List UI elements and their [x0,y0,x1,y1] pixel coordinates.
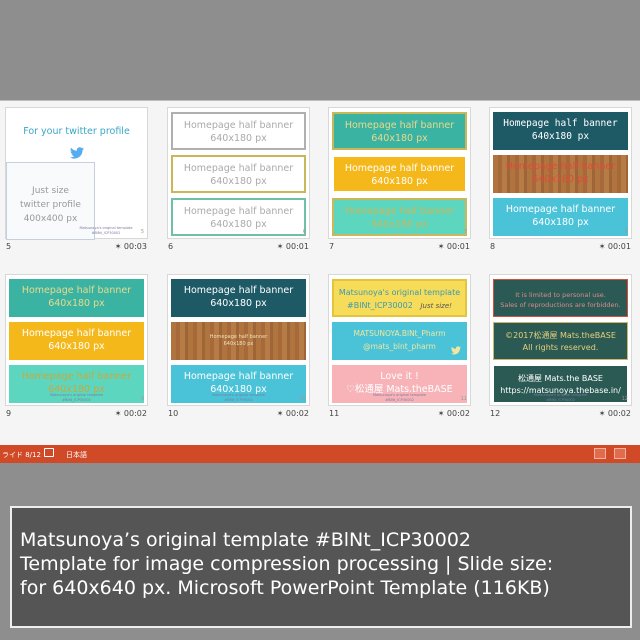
slide-duration: ✶ 00:01 [598,242,631,251]
slide-duration: ✶ 00:03 [114,242,147,251]
slide-page-number: 11 [460,396,467,402]
slide-page-number: 6 [302,229,306,235]
slide-duration: ✶ 00:02 [114,409,147,418]
slide-thumbnail-11[interactable]: Matsunoya's original template#BlNt_ICP30… [328,274,471,418]
slide-indicator: ライド 8/12 [2,451,41,459]
slide-thumbnail-12[interactable]: It is limited to personal use.Sales of r… [489,274,632,418]
banner: Love it !♡松通屋 Mats.theBASE [332,365,467,403]
slide-credit: Matsunoya's original template#BlNt_ICP30… [79,226,133,235]
caption-line-3: for 640x640 px. Microsoft PowerPoint Tem… [20,577,550,599]
banner: Matsunoya's original template#BlNt_ICP30… [332,279,467,317]
background-top [0,0,640,100]
language-indicator[interactable]: 日本語 [66,451,87,459]
twitter-bird-icon [70,147,84,159]
slide-number: 12 [490,409,501,418]
just-size-tag: Just size! [420,302,452,310]
slide-title: For your twitter profile [23,126,130,137]
profile-size-line-3: 400x400 px [23,214,78,224]
slide-sorter[interactable]: For your twitter profile Just size twitt… [0,101,640,445]
caption-line-2: Template for image compression processin… [20,553,554,575]
slide-page-number: 8 [624,229,628,235]
slide-number: 5 [6,242,12,251]
caption-box: Matsunoya’s original template #BlNt_ICP3… [10,506,632,628]
profile-size-line-2: twitter profile [20,200,81,210]
slide-credit: Matsunoya's original template#BlNt_ICP30… [533,393,588,402]
slide-number: 7 [329,242,335,251]
powerpoint-window: For your twitter profile Just size twitt… [0,100,640,463]
slide-page-number: 5 [140,229,144,235]
slide-duration: ✶ 00:01 [276,242,309,251]
slide-number: 8 [490,242,496,251]
slide-credit: Matsunoya's original template#BlNt_ICP30… [211,393,266,402]
slide-number: 6 [168,242,174,251]
profile-size-line-1: Just size [32,186,69,196]
slide-duration: ✶ 00:02 [276,409,309,418]
slide-thumbnail-5[interactable]: For your twitter profile Just size twitt… [5,107,148,251]
slide-page-number: 7 [463,229,467,235]
status-bar: ライド 8/12 日本語 [0,445,640,463]
slide-page-number: 10 [299,396,306,402]
caption-line-1: Matsunoya’s original template #BlNt_ICP3… [20,529,471,551]
slide-page-number: 12 [621,396,628,402]
banner: It is limited to personal use.Sales of r… [493,279,628,317]
twitter-bird-icon [451,346,461,355]
slide-duration: ✶ 00:02 [437,409,470,418]
slide-credit: Matsunoya's original template#BlNt_ICP30… [372,393,427,402]
slide-sorter-view-icon[interactable] [594,448,606,459]
profile-size-box [6,162,95,240]
banner: MATSUNOYA.BlNt_Pharm@mats_blnt_pharm [332,322,467,360]
accessibility-icon[interactable] [44,448,54,457]
slide-duration: ✶ 00:02 [598,409,631,418]
slide-number: 9 [6,409,12,418]
slide-credit: Matsunoya's original template#BlNt_ICP30… [49,393,104,402]
reading-view-icon[interactable] [614,448,626,459]
slide-number: 11 [329,409,340,418]
slide-number: 10 [168,409,179,418]
slide-duration: ✶ 00:01 [437,242,470,251]
slide-page-number: 9 [140,396,144,402]
